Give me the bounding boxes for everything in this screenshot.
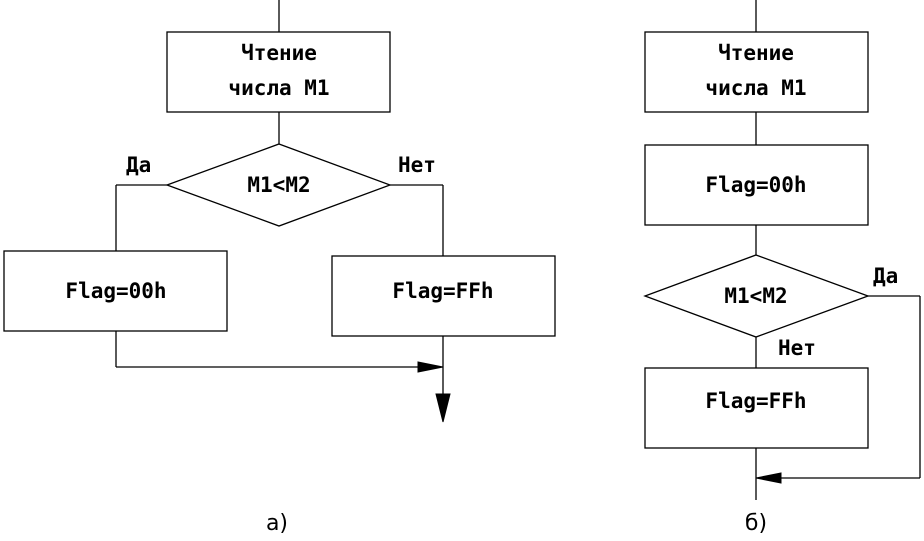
a-no-label: Нет <box>398 153 436 177</box>
a-yes-label: Да <box>126 153 151 177</box>
b-no-block <box>644 367 869 449</box>
flowchart-b: Чтение числа М1 Flag=00h M1<M2 Да Нет Fl… <box>643 0 921 536</box>
b-decision-label: M1<M2 <box>724 284 787 308</box>
a-no-block-label: Flag=FFh <box>392 279 493 303</box>
b-yes-label: Да <box>873 264 898 288</box>
a-decision-label: M1<M2 <box>247 173 310 197</box>
a-read-line2: числа М1 <box>228 76 329 100</box>
a-read-line1: Чтение <box>241 41 317 65</box>
a-exit-arrowhead <box>435 393 451 423</box>
b-no-block-label: Flag=FFh <box>705 389 806 413</box>
a-yes-block-label: Flag=00h <box>65 279 166 303</box>
b-no-label: Нет <box>778 336 816 360</box>
b-yes-arrowhead <box>755 472 782 484</box>
a-no-block <box>331 255 556 337</box>
b-caption: б) <box>745 511 767 536</box>
a-decision-diamond <box>165 143 392 227</box>
b-init-block <box>644 144 869 226</box>
b-init-block-label: Flag=00h <box>705 173 806 197</box>
a-caption: а) <box>266 511 288 536</box>
b-read-line1: Чтение <box>718 41 794 65</box>
b-read-block <box>644 31 869 113</box>
flowchart-a: Чтение числа М1 M1<M2 Да Нет Flag=00h Fl… <box>3 0 556 536</box>
b-read-line2: числа М1 <box>705 76 806 100</box>
a-yes-block <box>3 250 228 332</box>
a-merge-arrowhead <box>417 361 444 373</box>
